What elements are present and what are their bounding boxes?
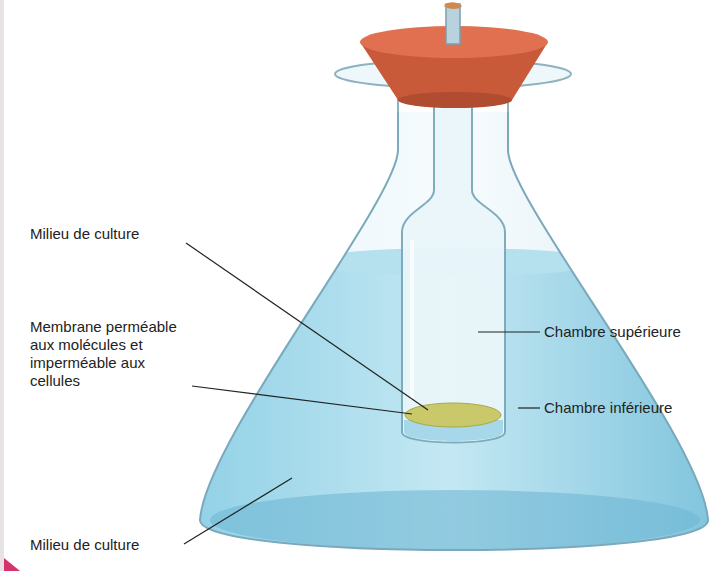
part-label: Chambre supérieure — [544, 323, 714, 341]
part-label: Milieu de culture — [30, 536, 190, 554]
part-label: Milieu de culture — [30, 225, 190, 243]
part-label: Chambre inférieure — [544, 399, 714, 417]
part-label: Membrane perméable aux molécules et impe… — [30, 318, 190, 390]
